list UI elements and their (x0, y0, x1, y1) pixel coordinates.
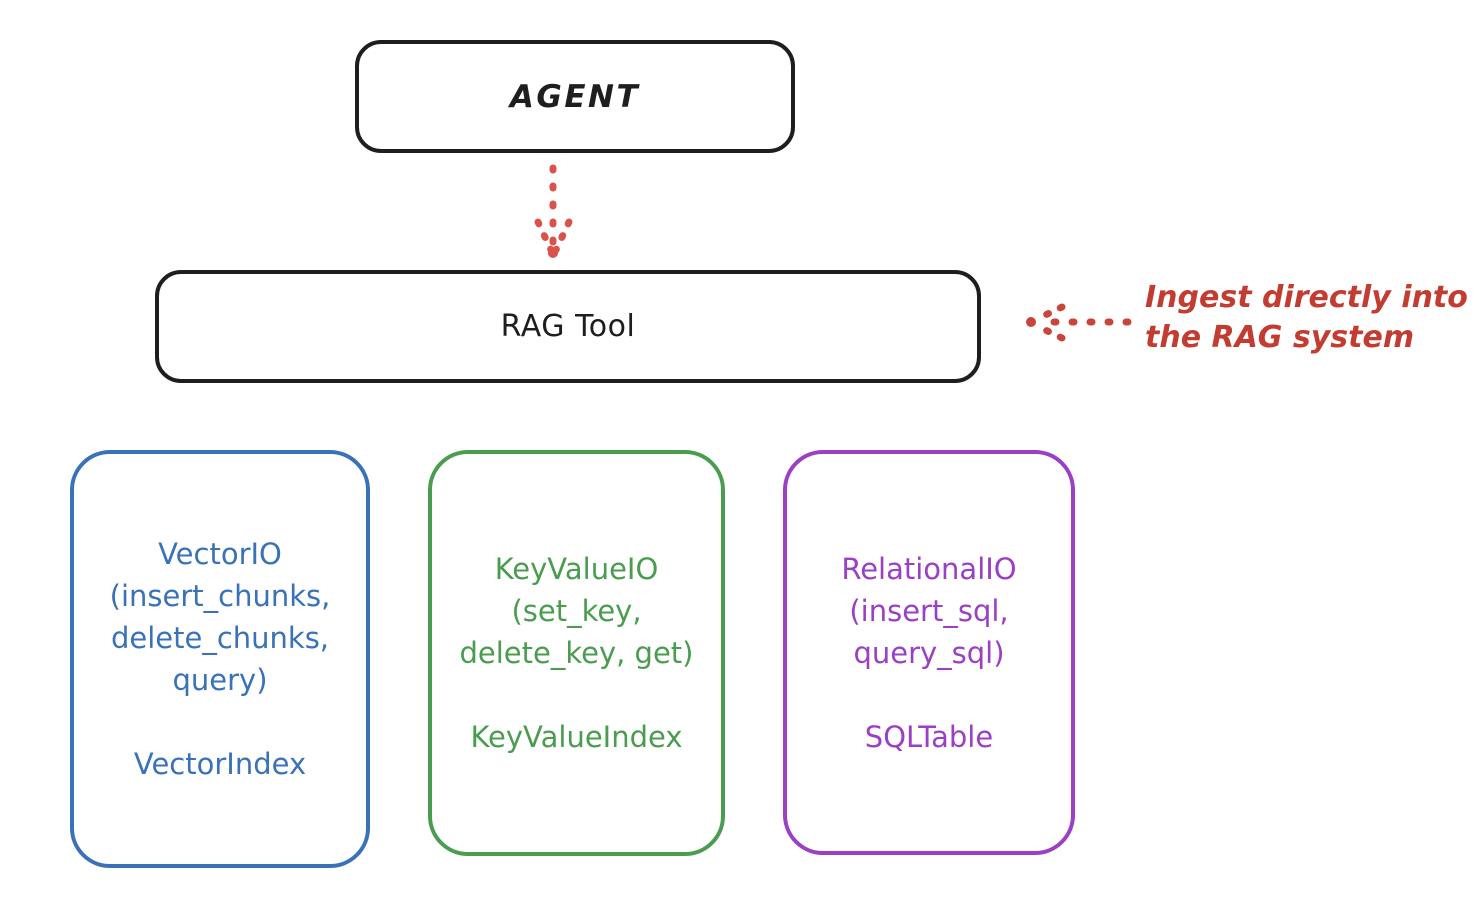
relational-io-api-label: RelationalIO (insert_sql, query_sql) (841, 551, 1017, 670)
key-value-io-api-label: KeyValueIO (set_key, delete_key, get) (459, 552, 694, 670)
key-value-io-node[interactable]: KeyValueIO (set_key, delete_key, get) Ke… (428, 450, 725, 856)
rag-tool-node[interactable]: RAG Tool (155, 270, 981, 383)
relational-io-node-body: RelationalIO (insert_sql, query_sql) SQL… (787, 548, 1071, 758)
vector-io-index-label: VectorIndex (133, 747, 307, 781)
rag-tool-node-label: RAG Tool (500, 309, 636, 344)
key-value-io-node-body: KeyValueIO (set_key, delete_key, get) Ke… (432, 548, 721, 758)
agent-to-rag-tool-connector (534, 164, 573, 258)
agent-node[interactable]: AGENT (355, 40, 795, 153)
vector-io-node[interactable]: VectorIO (insert_chunks, delete_chunks, … (70, 450, 370, 868)
vector-io-api-label: VectorIO (insert_chunks, delete_chunks, … (109, 537, 331, 697)
ingest-to-rag-tool-connector (1026, 303, 1132, 342)
ingest-annotation-label: Ingest directly into the RAG system (1145, 280, 1468, 355)
relational-io-index-label: SQLTable (864, 719, 994, 754)
relational-io-node[interactable]: RelationalIO (insert_sql, query_sql) SQL… (783, 450, 1075, 855)
vector-io-node-body: VectorIO (insert_chunks, delete_chunks, … (74, 533, 366, 785)
key-value-io-index-label: KeyValueIndex (470, 720, 683, 754)
agent-node-label: AGENT (509, 78, 641, 115)
